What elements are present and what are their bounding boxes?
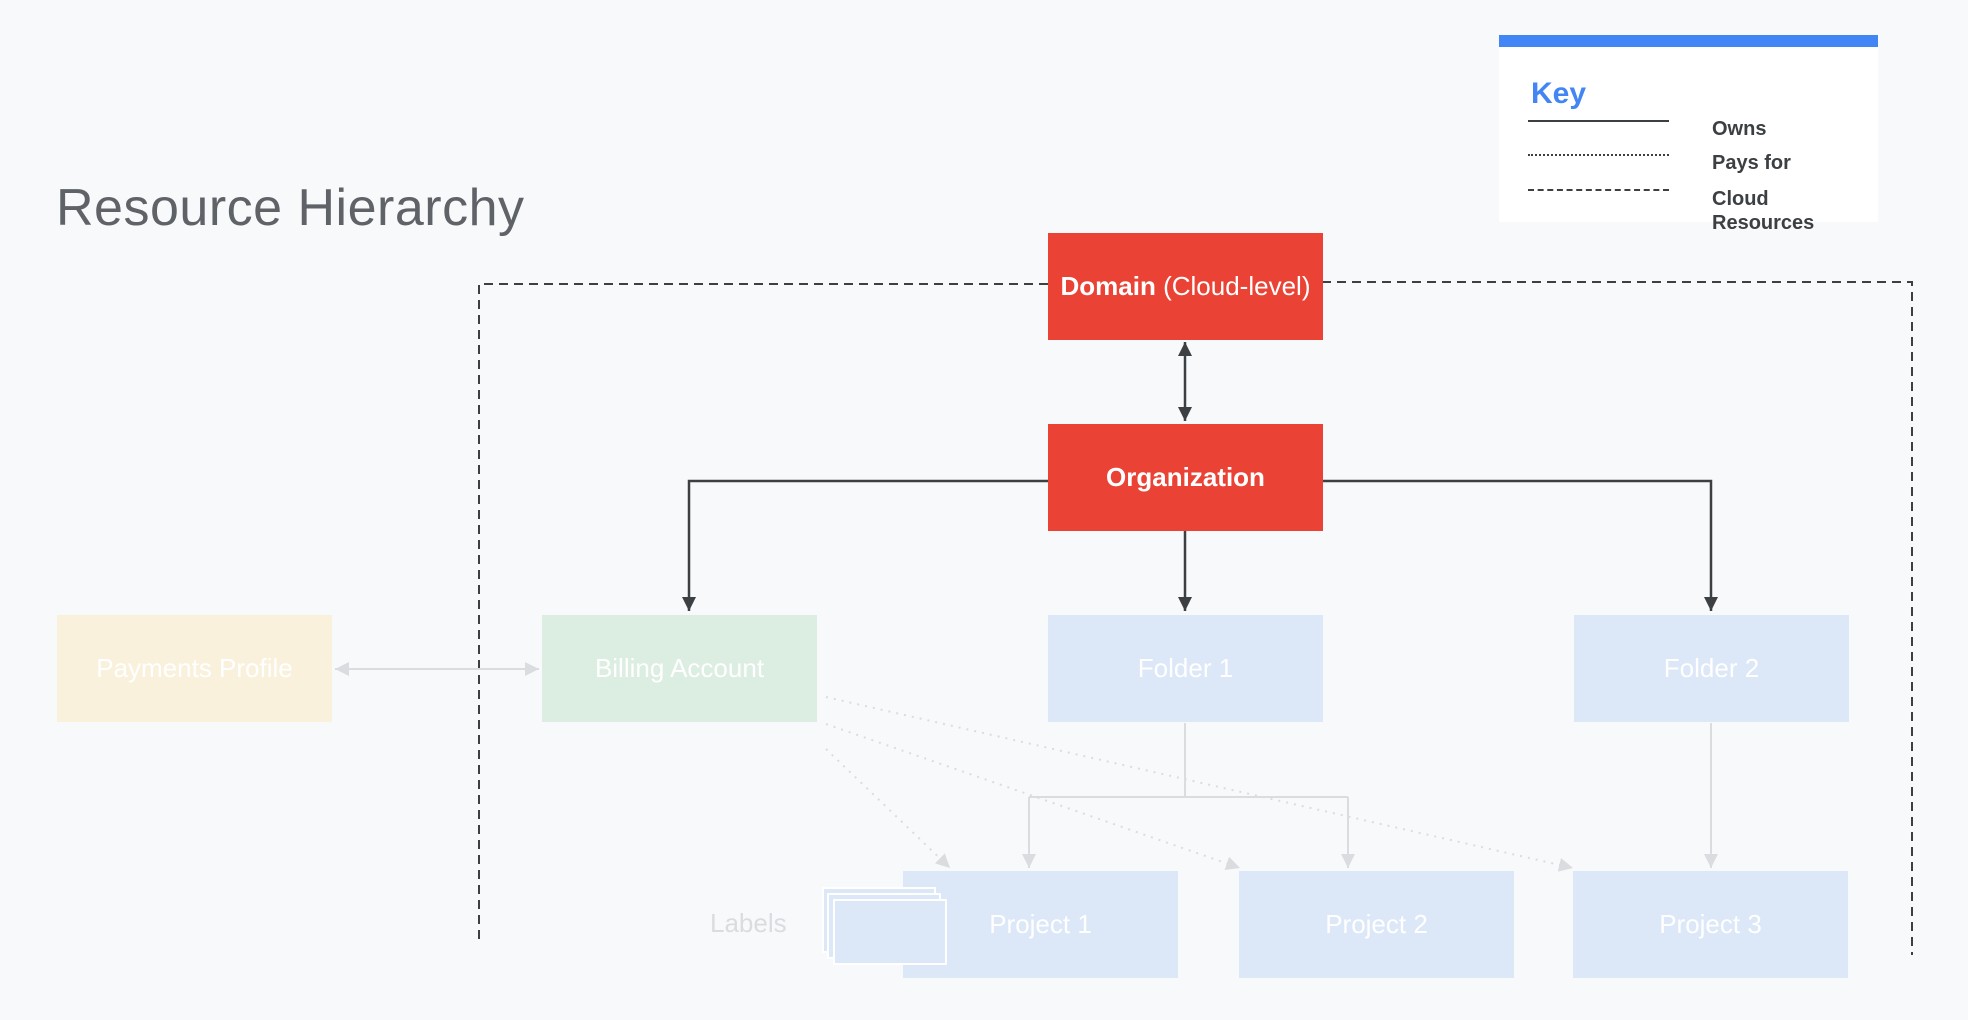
- billing-account-label: Billing Account: [594, 653, 765, 683]
- pays-for-line-sample: [1528, 154, 1669, 156]
- domain-label-bold: Domain: [1060, 271, 1156, 301]
- domain-node: Domain (Cloud-level): [1048, 233, 1323, 340]
- organization-node: Organization: [1048, 424, 1323, 531]
- folder1-label: Folder 1: [1137, 653, 1234, 683]
- folder1-node: Folder 1: [1048, 615, 1323, 722]
- project3-label: Project 3: [1659, 909, 1762, 939]
- key-title: Key: [1531, 77, 1587, 110]
- cloud-resources-line-sample: [1528, 189, 1669, 191]
- project3-node: Project 3: [1573, 871, 1848, 978]
- cloud-resources-boundary-left: [478, 283, 1048, 942]
- payments-profile-node: Payments Profile: [57, 615, 332, 722]
- organization-label: Organization: [1106, 462, 1265, 492]
- folder1-to-projects-connector: [1029, 723, 1348, 798]
- organization-to-billing-arrow: [682, 479, 1048, 611]
- key-pays-for-label: Pays for: [1712, 152, 1791, 174]
- organization-to-folder2-arrow: [1322, 479, 1718, 611]
- project2-node: Project 2: [1239, 871, 1514, 978]
- billing-pays-project2-arrow: [825, 723, 1241, 871]
- key-legend: Key Owns Pays for Cloud Resources: [1499, 35, 1878, 234]
- domain-label-rest: (Cloud-level): [1163, 271, 1311, 301]
- billing-pays-project1-arrow: [825, 748, 951, 869]
- project1-node: Project 1: [903, 871, 1178, 978]
- billing-account-node: Billing Account: [542, 615, 817, 722]
- folder2-node: Folder 2: [1574, 615, 1849, 722]
- cloud-resources-boundary-right: [1322, 281, 1913, 955]
- owns-line-sample: [1528, 120, 1669, 122]
- payments-profile-label: Payments Profile: [96, 653, 293, 683]
- key-owns-label: Owns: [1712, 118, 1767, 140]
- billing-pays-project3-arrow: [825, 696, 1574, 872]
- project1-label: Project 1: [989, 909, 1092, 939]
- key-cloud-resources-label: Cloud Resources: [1712, 188, 1815, 234]
- project2-label: Project 2: [1325, 909, 1428, 939]
- folder2-label: Folder 2: [1663, 653, 1760, 683]
- page-title: Resource Hierarchy: [56, 179, 525, 237]
- label-card-front: [833, 899, 947, 965]
- labels-text: Labels: [710, 908, 787, 938]
